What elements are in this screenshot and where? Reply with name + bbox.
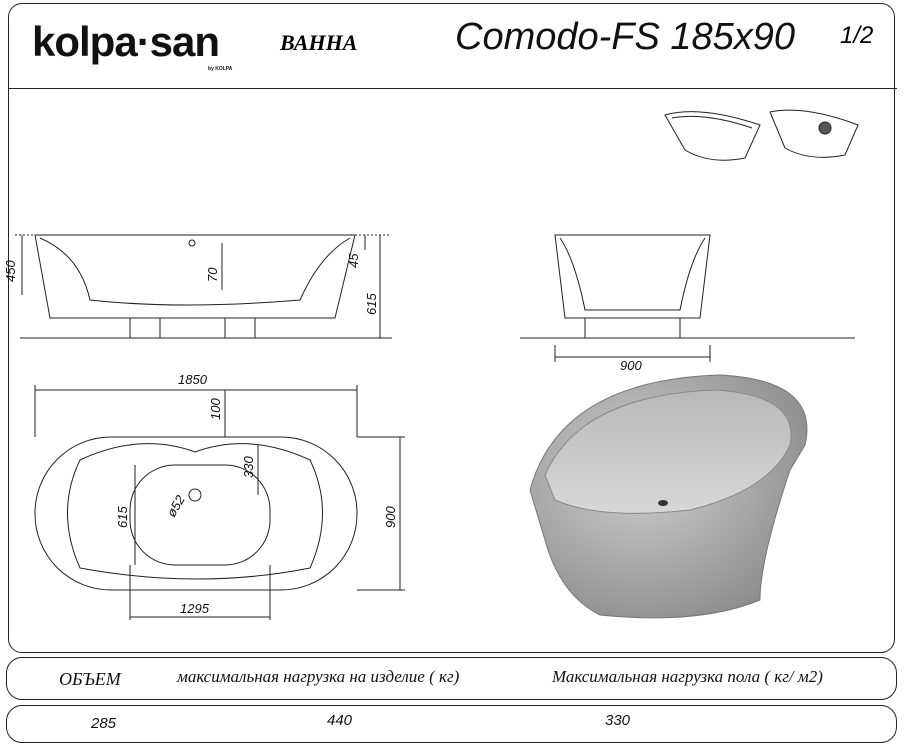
spec-value-product-load: 440 <box>327 712 353 729</box>
header-divider <box>8 88 897 89</box>
dim-drain-offset: 330 <box>241 456 256 478</box>
model-title: Comodo-FS 185x90 <box>455 16 796 58</box>
spec-header-volume: ОБЪЕМ <box>59 669 121 689</box>
brand-sub: by KOLPA <box>208 66 233 72</box>
spec-header-floor-load: Максимальная нагрузка пола ( кг/ м2) <box>552 667 823 686</box>
dim-inner-width: 615 <box>115 506 130 528</box>
dim-drain-diameter: ø52 <box>164 492 189 520</box>
dim-inner-length: 1295 <box>180 601 210 616</box>
dim-overflow-height: 70 <box>205 267 220 282</box>
brand-logo: kolpa·san <box>32 18 220 65</box>
dim-side-width: 900 <box>620 358 642 373</box>
drawing-frame <box>8 3 895 653</box>
product-type: ВАННА <box>280 30 358 55</box>
side-view <box>520 234 855 362</box>
spec-value-floor-load: 330 <box>605 712 631 729</box>
dim-front-height: 450 <box>3 260 18 282</box>
thumbnail-tub-icon <box>664 111 761 161</box>
top-view <box>34 385 405 620</box>
dim-width: 900 <box>383 506 398 528</box>
dim-total-height: 615 <box>364 293 379 315</box>
specs-header-row: ОБЪЕМ максимальная нагрузка на изделие (… <box>6 657 897 700</box>
bathtub-3d-render <box>529 374 808 619</box>
specs-value-row: 285 440 330 <box>6 705 897 743</box>
thumbnail-tub-hydro-icon <box>769 109 859 158</box>
spec-header-product-load: максимальная нагрузка на изделие ( кг) <box>177 667 460 686</box>
page-number: 1/2 <box>840 22 874 49</box>
dim-length: 1850 <box>178 372 208 387</box>
dim-rim-top: 100 <box>208 398 223 420</box>
dim-rim: 45 <box>346 253 361 268</box>
front-view <box>15 234 392 339</box>
technical-drawing: 450 70 45 615 900 1850 100 330 615 ø52 9… <box>3 109 859 620</box>
spec-value-volume: 285 <box>91 715 117 732</box>
